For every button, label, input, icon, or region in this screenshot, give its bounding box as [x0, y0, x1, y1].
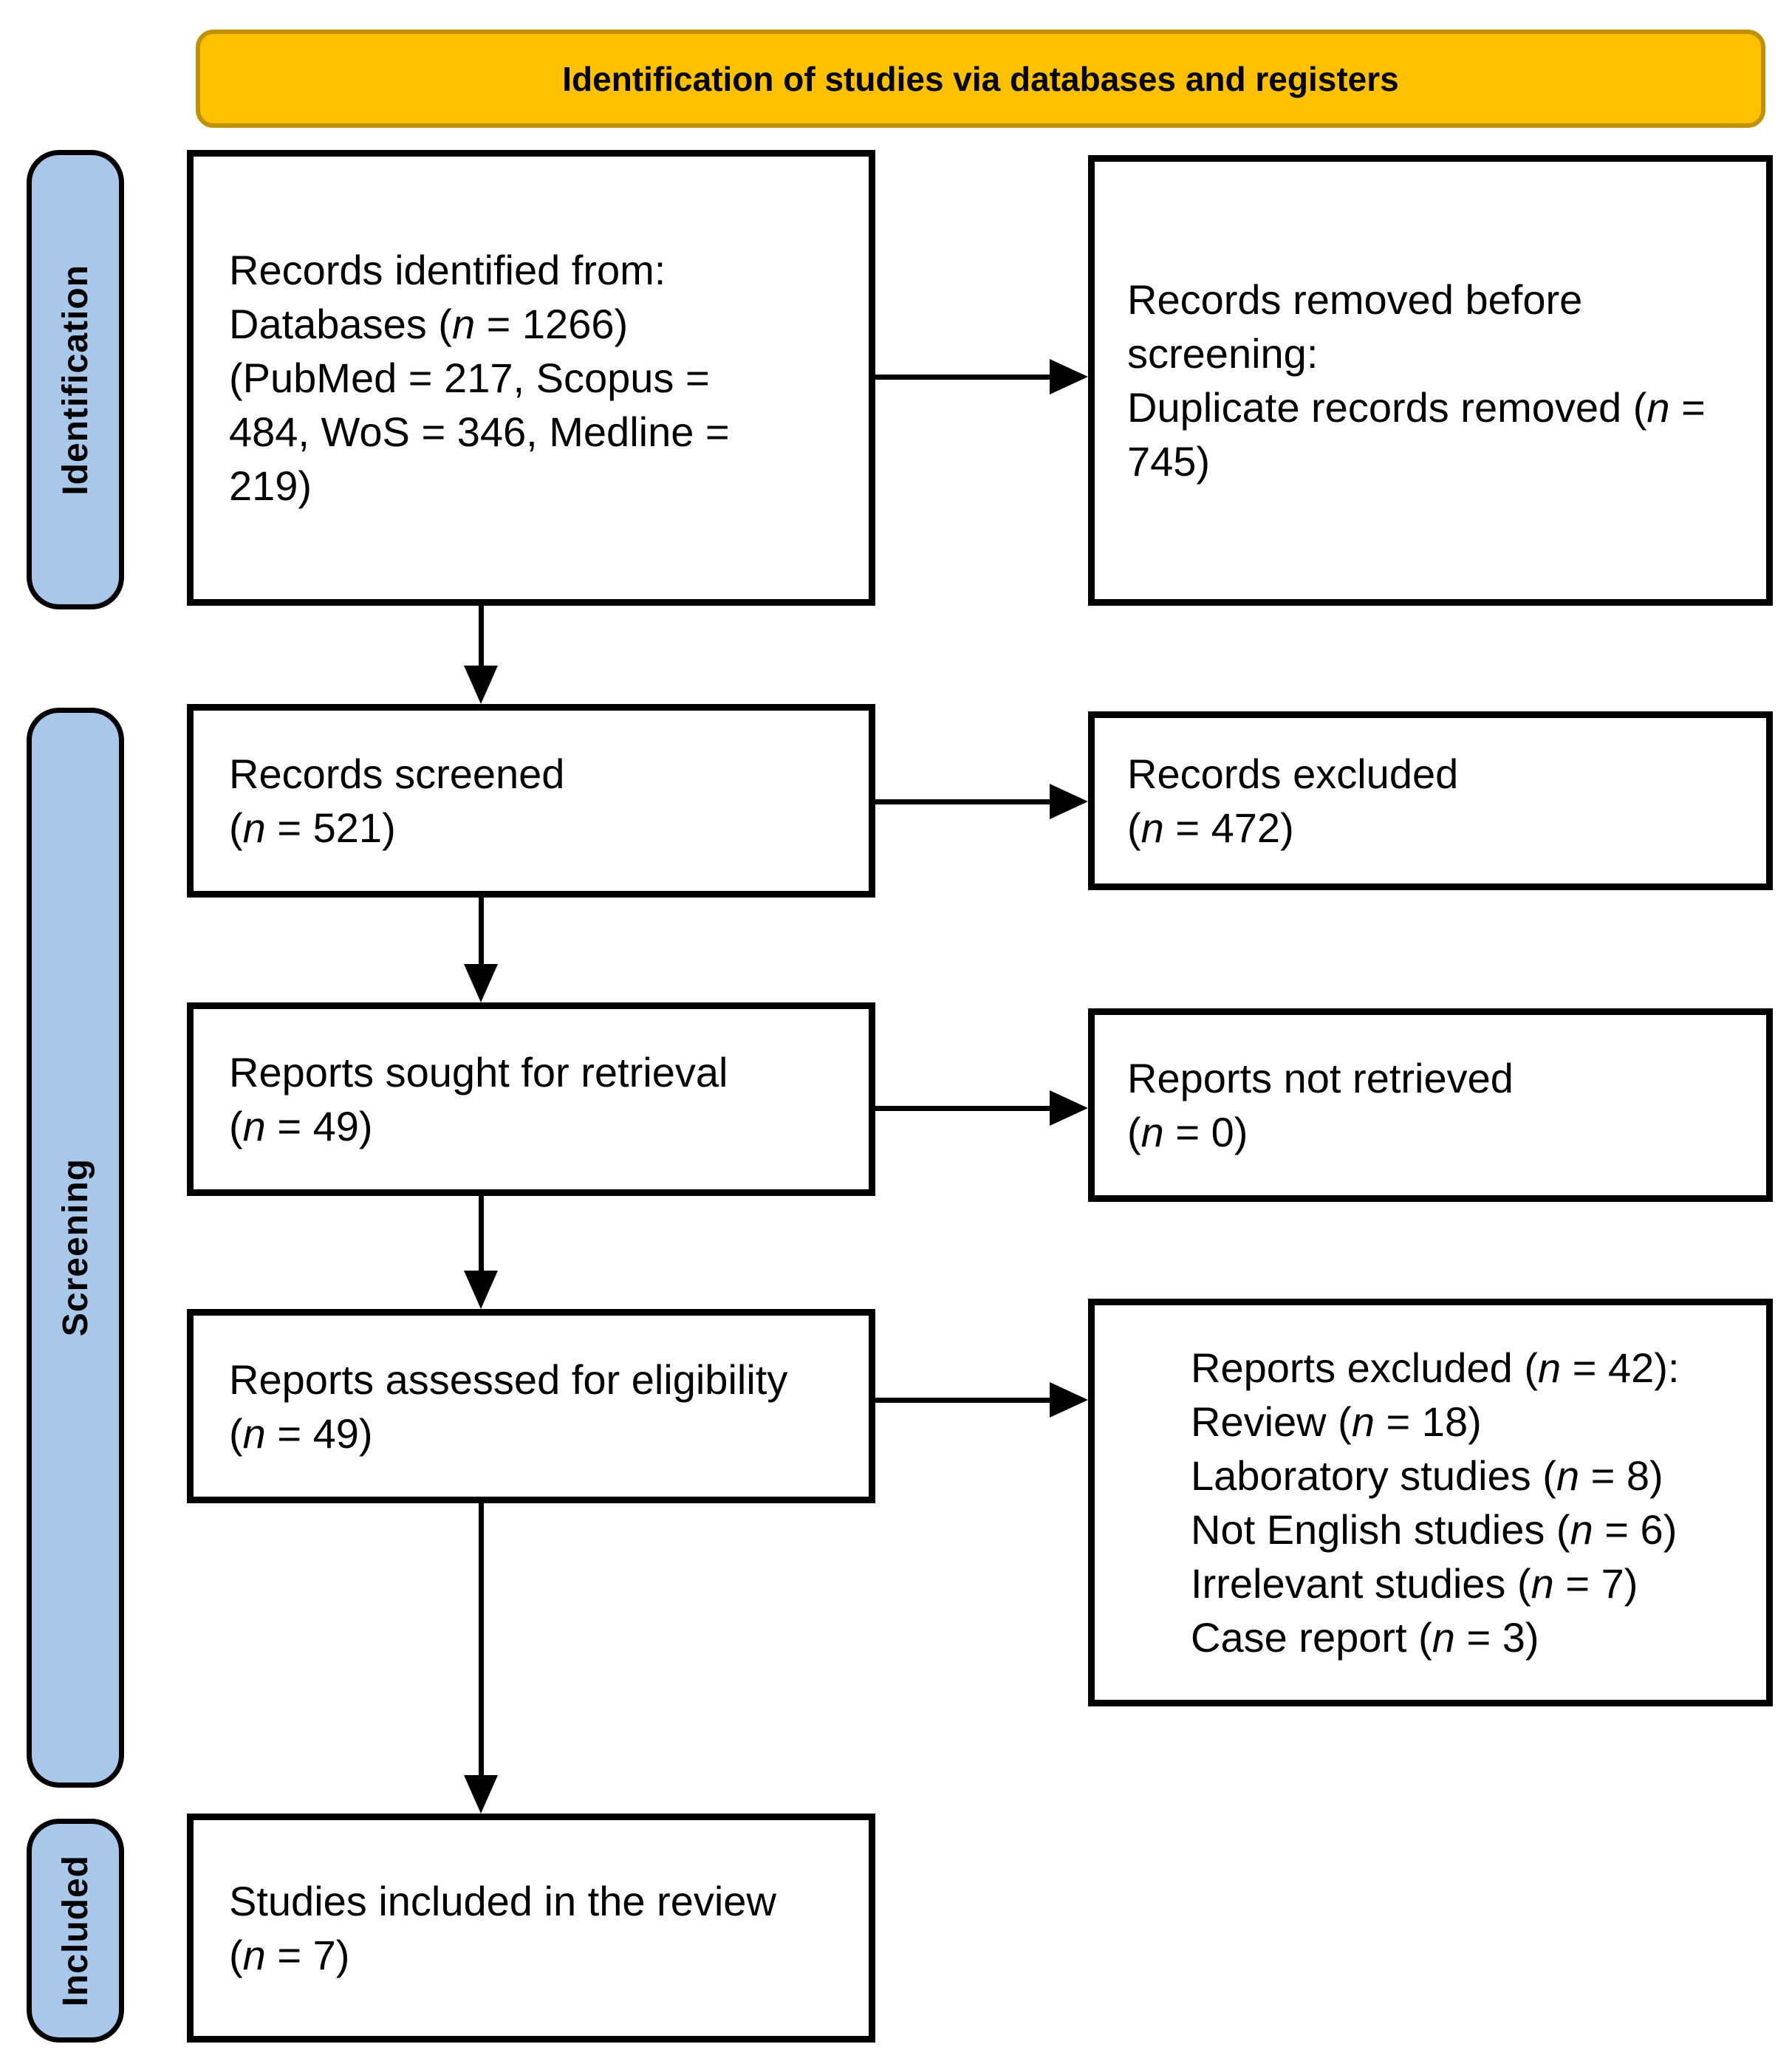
box-studies-included-in-review: Studies included in the review(n = 7) [187, 1814, 875, 2043]
stage-bar-screening: Screening [27, 708, 124, 1788]
arrow-sought-to-assessed [464, 1196, 498, 1309]
arrow-stem [875, 1105, 1050, 1111]
title-banner: Identification of studies via databases … [196, 30, 1765, 128]
arrow-stem [875, 799, 1050, 804]
stage-bar-included: Included [27, 1819, 124, 2043]
stage-bar-identification: Identification [27, 150, 124, 609]
arrow-right-icon [1050, 1090, 1088, 1126]
arrow-right-icon [1050, 359, 1088, 394]
arrow-assessed-to-included [464, 1503, 498, 1814]
arrow-screened-to-excluded [875, 784, 1088, 819]
arrow-stem [875, 1397, 1050, 1403]
arrow-stem [478, 606, 484, 666]
arrow-right-icon [1050, 1382, 1088, 1418]
stage-label-included: Included [55, 1854, 95, 2007]
arrow-identified-to-screened [464, 606, 498, 704]
stage-label-screening: Screening [55, 1158, 95, 1337]
box-reports-not-retrieved: Reports not retrieved(n = 0) [1088, 1008, 1773, 1202]
box-records-excluded: Records excluded(n = 472) [1088, 711, 1773, 890]
arrow-identified-to-removed [875, 359, 1088, 394]
box-reports-excluded-reasons: Reports excluded (n = 42):Review (n = 18… [1088, 1299, 1773, 1706]
stage-label-identification: Identification [55, 264, 95, 496]
box-reports-assessed-for-eligibility: Reports assessed for eligibility(n = 49) [187, 1309, 875, 1503]
arrow-stem [478, 898, 484, 965]
arrow-down-icon [464, 666, 498, 704]
arrow-sought-to-not-retrieved [875, 1090, 1088, 1126]
box-reports-sought-for-retrieval: Reports sought for retrieval(n = 49) [187, 1002, 875, 1196]
arrow-down-icon [464, 1271, 498, 1309]
arrow-right-icon [1050, 784, 1088, 819]
box-records-identified: Records identified from:Databases (n = 1… [187, 150, 875, 606]
box-records-screened: Records screened(n = 521) [187, 704, 875, 898]
arrow-screened-to-sought [464, 898, 498, 1002]
arrow-down-icon [464, 964, 498, 1002]
arrow-assessed-to-reports-excluded [875, 1382, 1088, 1418]
banner-title-text: Identification of studies via databases … [562, 59, 1399, 98]
arrow-stem [478, 1503, 484, 1776]
arrow-stem [478, 1196, 484, 1271]
arrow-stem [875, 374, 1050, 380]
arrow-down-icon [464, 1775, 498, 1814]
